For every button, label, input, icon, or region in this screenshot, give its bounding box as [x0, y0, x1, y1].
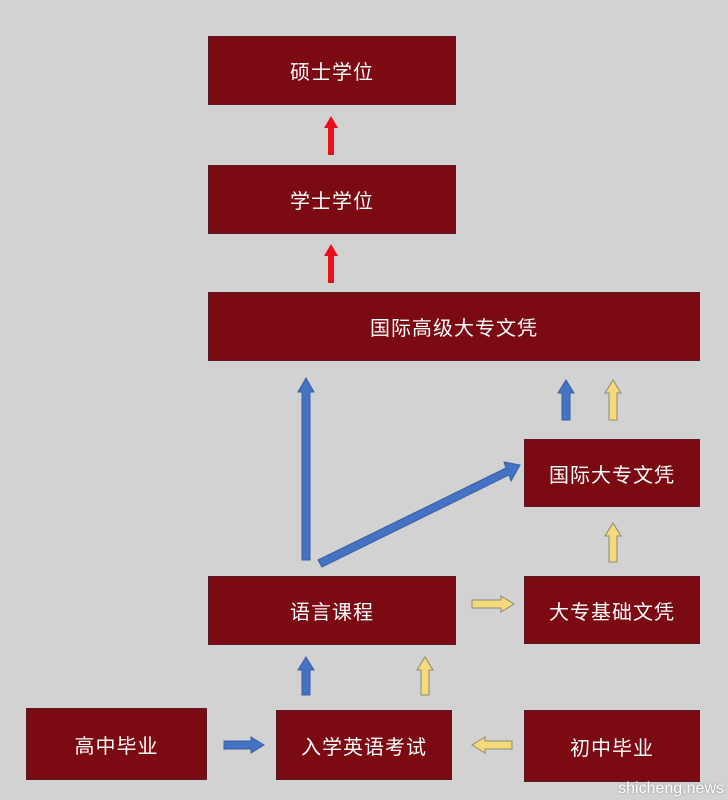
node-intl-advanced-diploma: 国际高级大专文凭: [208, 292, 700, 361]
node-high-school: 高中毕业: [26, 708, 207, 780]
watermark: shicheng.news: [618, 780, 724, 797]
node-master: 硕士学位: [208, 36, 456, 105]
node-foundation-diploma: 大专基础文凭: [524, 576, 700, 644]
node-intl-diploma: 国际大专文凭: [524, 439, 700, 507]
arrow-language-to-foundation: [471, 595, 515, 613]
arrow-bachelor-to-master: [324, 116, 338, 155]
arrow-foundation-to-intl-diploma: [604, 522, 622, 563]
node-language-course: 语言课程: [208, 576, 456, 645]
arrow-highschool-to-test: [223, 736, 265, 754]
arrow-intl-diploma-yellow: [604, 379, 622, 421]
node-junior-high: 初中毕业: [524, 710, 700, 782]
arrow-intl-diploma-blue: [557, 379, 575, 421]
arrow-test-to-language-blue: [297, 656, 315, 696]
node-entrance-english-test: 入学英语考试: [276, 710, 452, 780]
arrow-language-to-intl-diploma: [317, 461, 521, 568]
arrow-test-to-language-yellow: [416, 656, 434, 696]
arrow-junior-to-test: [471, 736, 513, 754]
arrow-language-to-advanced: [297, 376, 315, 561]
node-bachelor: 学士学位: [208, 165, 456, 234]
arrow-advanced-to-bachelor: [324, 244, 338, 283]
